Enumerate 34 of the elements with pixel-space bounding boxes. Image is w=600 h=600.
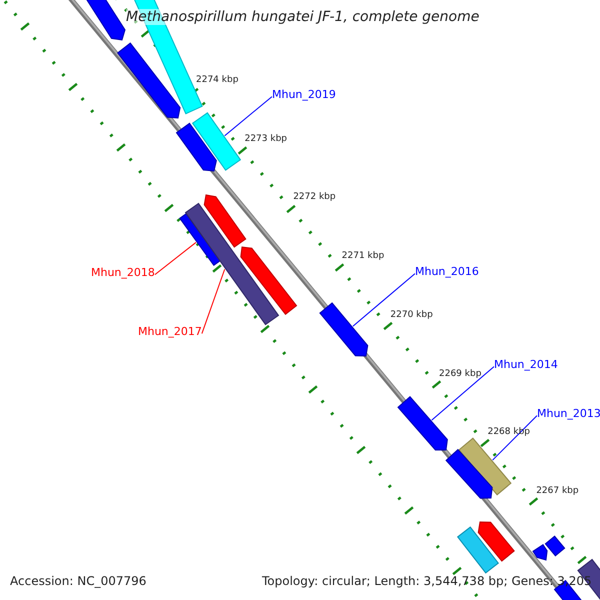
leader-line xyxy=(492,415,538,461)
map-title: Methanospirillum hungatei JF-1, complete genome xyxy=(126,9,480,26)
gene-bar xyxy=(192,112,242,171)
gene-label: Mhun_2019 xyxy=(272,89,336,102)
gene-feature xyxy=(478,521,515,562)
gene-bar xyxy=(458,438,512,496)
accession-text: Accession: NC_007796 xyxy=(10,575,146,589)
gene-feature xyxy=(445,448,493,499)
tick-label: 2273 kbp xyxy=(244,134,287,144)
leader-line xyxy=(201,268,226,334)
tick-label: 2274 kbp xyxy=(196,75,238,86)
gene-label: Mhun_2017 xyxy=(138,326,202,339)
gene-label: Mhun_2013 xyxy=(537,408,600,421)
gene-label: Mhun_2014 xyxy=(494,359,558,372)
leader-line xyxy=(352,273,416,327)
gene-feature xyxy=(319,302,368,357)
tick-label: 2269 kbp xyxy=(439,368,482,379)
gene-label: Mhun_2018 xyxy=(91,267,155,280)
leader-line xyxy=(431,366,494,421)
gene-bar xyxy=(544,536,566,556)
gene-feature xyxy=(532,544,548,561)
tick-label: 2271 kbp xyxy=(342,251,384,262)
gene-feature xyxy=(204,194,246,248)
gene-feature xyxy=(176,122,217,172)
gene-feature xyxy=(117,42,181,119)
leader-line xyxy=(154,242,196,276)
gene-bar xyxy=(184,202,280,326)
gene-feature xyxy=(240,246,298,315)
gene-label: Mhun_2016 xyxy=(415,266,479,279)
gene-feature xyxy=(397,396,448,450)
tick-label: 2270 kbp xyxy=(390,310,433,320)
gene-bar xyxy=(457,526,499,574)
tick-label: 2267 kbp xyxy=(536,486,579,496)
tick-label: 2272 kbp xyxy=(293,192,336,203)
